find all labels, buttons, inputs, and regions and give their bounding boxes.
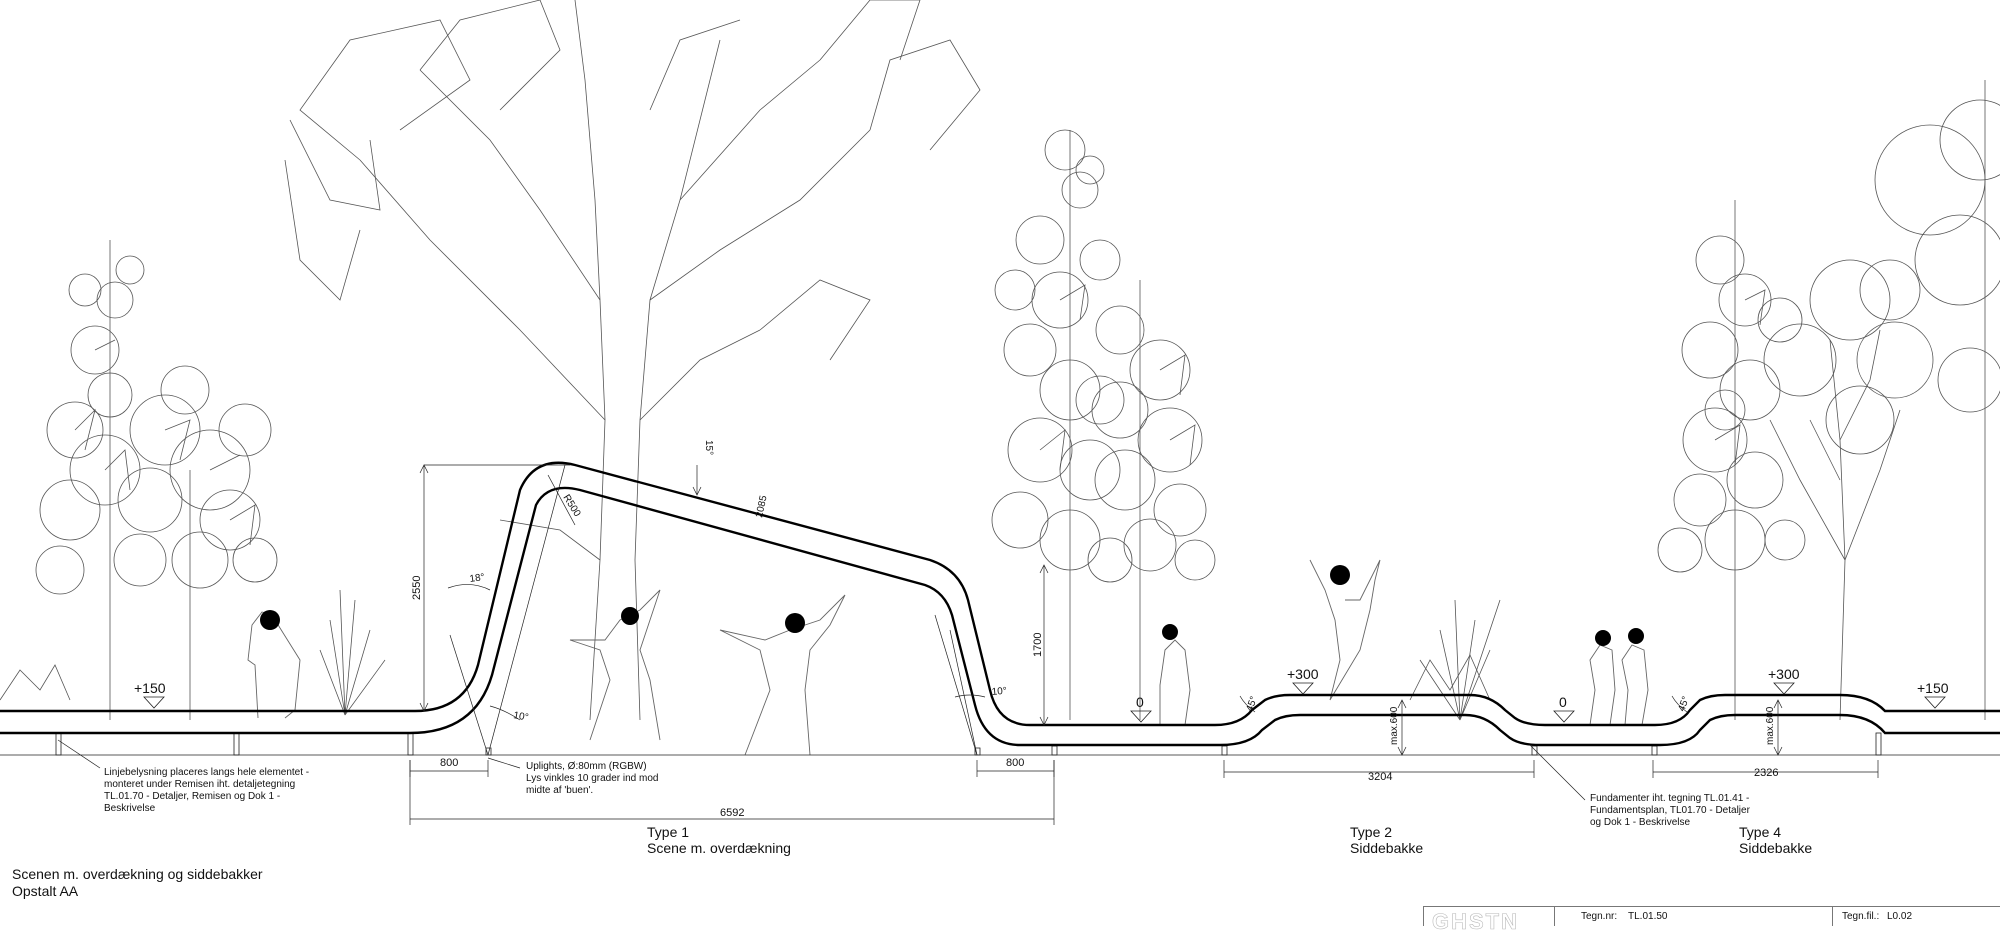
level-plus300-1: +300 (1287, 666, 1319, 682)
company-logo: GHSTN (1432, 909, 1519, 934)
tegn-fil-value: L0.02 (1887, 911, 1913, 922)
label-type4: Type 4 Siddebakke (1739, 824, 1813, 856)
dim-angle-45-1: 45° (1244, 695, 1260, 713)
tree-center-large (284, 0, 981, 721)
shrub-center (1409, 599, 1501, 721)
dim-angle-45-2: 45° (1676, 695, 1692, 713)
tree-left-2 (113, 365, 278, 720)
tree-right-2 (1763, 80, 2000, 721)
tree-right-1 (1657, 200, 1806, 720)
note-linjebelysning: Linjebelysning placeres langs hele eleme… (104, 767, 310, 814)
level-plus300-2: +300 (1768, 666, 1800, 682)
tree-center-right-2 (1087, 280, 1216, 720)
tree-center-right-1 (991, 129, 1125, 720)
dim-2550: 2550 (411, 576, 423, 600)
dim-angle-18: 18° (469, 572, 486, 585)
people-silhouettes (247, 559, 1649, 756)
level-zero-1: 0 (1136, 694, 1144, 710)
dim-2085: 2085 (754, 494, 769, 518)
dim-angle-15: 15° (703, 440, 714, 455)
dimension-lines (57, 464, 1879, 825)
caption-subtitle: Opstalt AA (12, 883, 79, 899)
caption-title: Scenen m. overdækning og siddebakker (12, 866, 263, 882)
dim-1700: 1700 (1032, 633, 1044, 657)
bench-structure (0, 461, 2000, 747)
level-zero-2: 0 (1559, 694, 1567, 710)
dim-6592: 6592 (720, 807, 744, 819)
tegn-nr-label: Tegn.nr: (1581, 911, 1618, 922)
tegn-nr-value: TL.01.50 (1628, 911, 1668, 922)
tegn-fil-label: Tegn.fil.: (1842, 911, 1880, 922)
dim-r500: R500 (560, 493, 582, 519)
title-block: GHSTN Tegn.nr: TL.01.50 Tegn.fil.: L0.02 (1423, 906, 2000, 933)
level-plus150-right: +150 (1917, 680, 1949, 696)
level-plus150-left: +150 (134, 680, 166, 696)
dim-max600-1: max.600 (1389, 706, 1400, 745)
label-type2: Type 2 Siddebakke (1350, 824, 1424, 856)
drawing-caption: Scenen m. overdækning og siddebakker Ops… (12, 866, 263, 900)
dim-800-left: 800 (440, 757, 458, 769)
dim-max600-2: max.600 (1765, 706, 1776, 745)
label-type1: Type 1 Scene m. overdækning (647, 824, 791, 856)
level-markers: +150 0 +300 0 +300 +150 (134, 666, 1949, 723)
dim-angle-10-right: 10° (991, 686, 1007, 698)
dimension-texts: 2550 1700 800 800 6592 3204 2326 max.600… (411, 440, 1778, 819)
dim-angle-10-left: 10° (512, 710, 529, 723)
note-uplights: Uplights, Ø:80mm (RGBW) Lys vinkles 10 g… (526, 761, 659, 796)
dim-3204: 3204 (1368, 771, 1392, 783)
dim-2326: 2326 (1754, 767, 1778, 779)
uplight-rays (449, 464, 978, 756)
dim-800-right: 800 (1006, 757, 1024, 769)
shrub-left (0, 589, 386, 716)
tree-left-1 (35, 240, 145, 720)
note-fundamenter: Fundamenter iht. tegning TL.01.41 - Fund… (1590, 793, 1750, 828)
